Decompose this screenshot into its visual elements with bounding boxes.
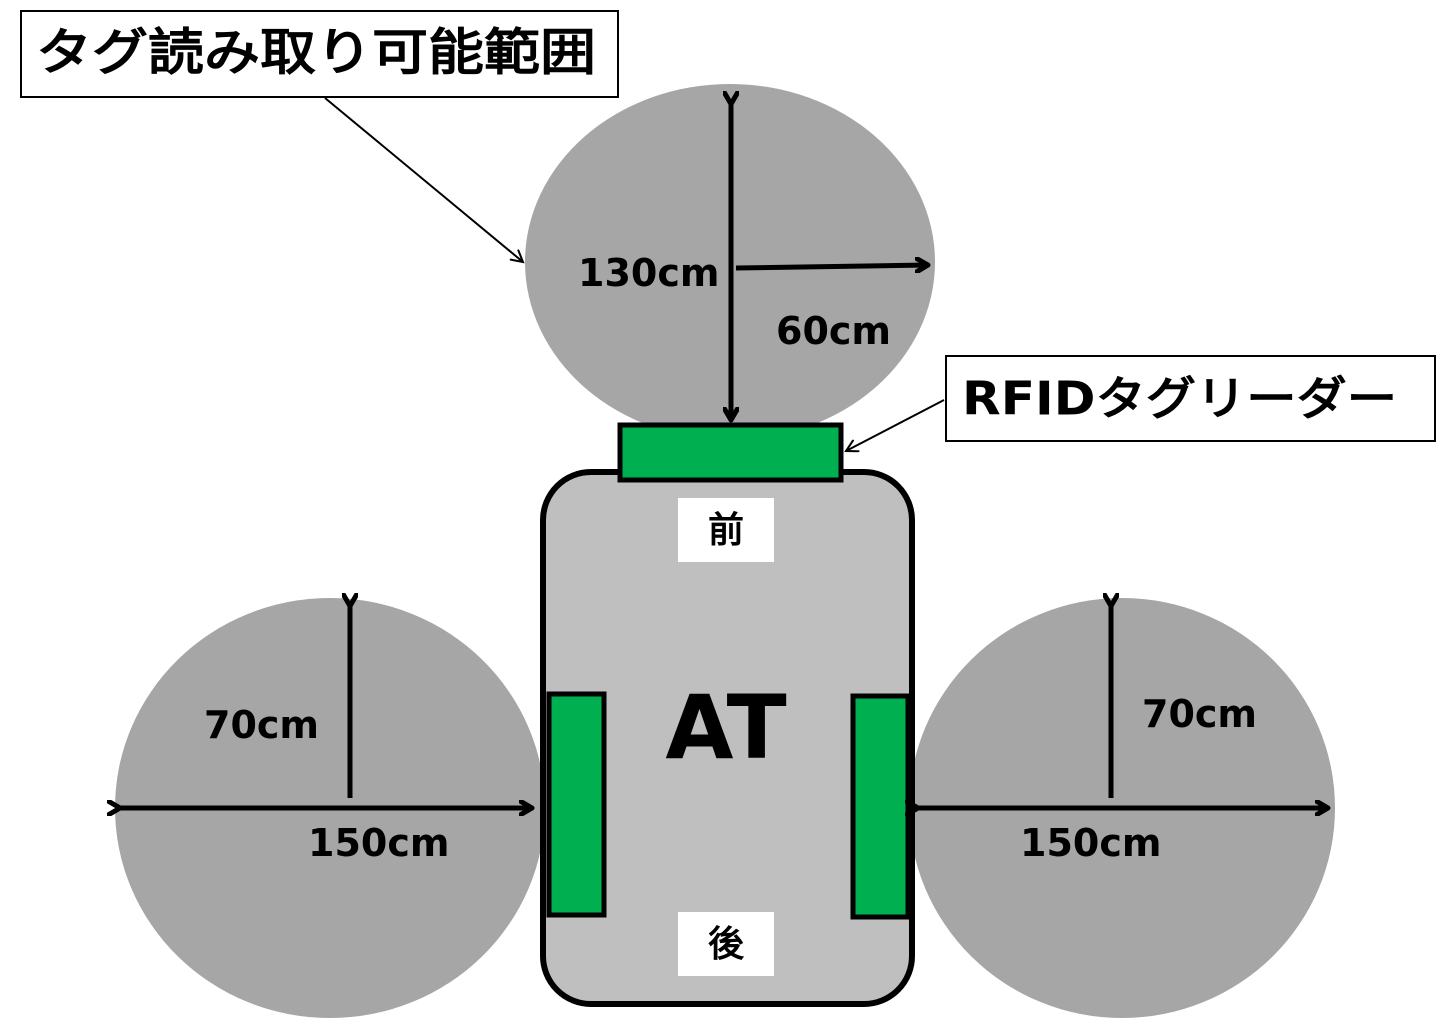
right-antenna <box>850 693 911 920</box>
front-antenna <box>617 422 844 483</box>
reader-box-text: RFIDタグリーダー <box>962 372 1397 426</box>
title-box <box>20 10 619 98</box>
reader-box <box>945 355 1436 442</box>
left-radius-label: 70cm <box>204 703 319 747</box>
front-length-label: 130cm <box>578 251 719 295</box>
front-radius-label: 60cm <box>776 309 891 353</box>
title-box-text: タグ読み取り可能範囲 <box>36 24 596 82</box>
front-label: 前 <box>708 510 744 551</box>
rear-label-bg <box>678 912 774 976</box>
right-width-label: 150cm <box>1020 821 1161 865</box>
left-width-label: 150cm <box>308 821 449 865</box>
rear-label: 後 <box>708 924 745 965</box>
vehicle-name: AT <box>665 676 786 779</box>
front-label-bg <box>678 498 774 562</box>
right-radius-label: 70cm <box>1142 692 1257 736</box>
reader-callout-line <box>846 399 945 451</box>
title-callout-line <box>324 97 523 262</box>
left-antenna <box>546 691 607 918</box>
front-radius-arrow <box>735 265 928 268</box>
